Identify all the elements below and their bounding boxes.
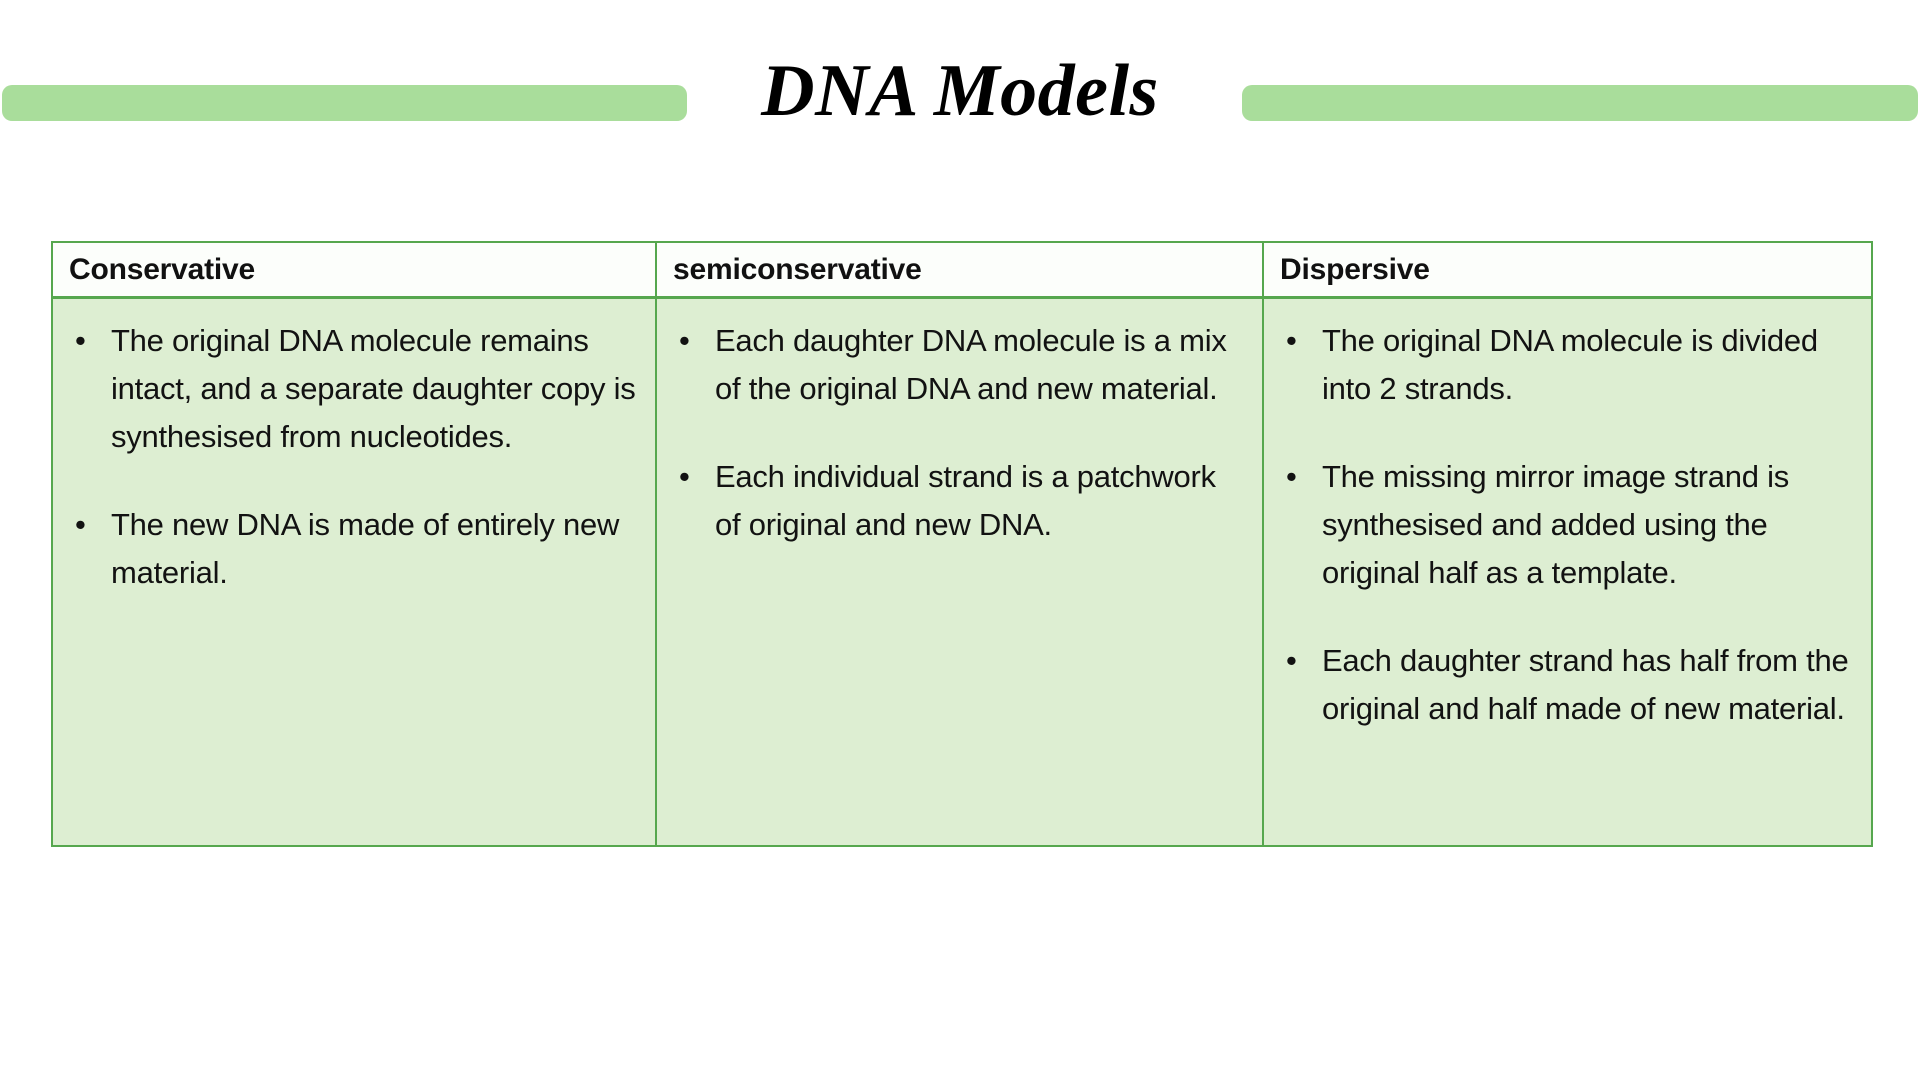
bullet-list-conservative: The original DNA molecule remains intact… bbox=[63, 317, 641, 597]
cell-semiconservative: Each daughter DNA molecule is a mix of t… bbox=[656, 297, 1264, 846]
column-header-conservative: Conservative bbox=[52, 242, 657, 299]
cell-conservative: The original DNA molecule remains intact… bbox=[52, 297, 657, 846]
list-item: Each daughter strand has half from the o… bbox=[1274, 637, 1857, 733]
dna-models-table: Conservative semiconservative Dispersive… bbox=[51, 241, 1873, 847]
table-header-row: Conservative semiconservative Dispersive bbox=[52, 242, 1872, 299]
decorative-bar-right bbox=[1242, 85, 1918, 121]
column-header-dispersive: Dispersive bbox=[1263, 242, 1872, 299]
table-row: The original DNA molecule remains intact… bbox=[52, 297, 1872, 846]
list-item: The new DNA is made of entirely new mate… bbox=[63, 501, 641, 597]
page-title: DNA Models bbox=[761, 50, 1159, 132]
cell-dispersive: The original DNA molecule is divided int… bbox=[1263, 297, 1872, 846]
list-item: Each daughter DNA molecule is a mix of t… bbox=[667, 317, 1248, 413]
list-item: The original DNA molecule is divided int… bbox=[1274, 317, 1857, 413]
bullet-list-semiconservative: Each daughter DNA molecule is a mix of t… bbox=[667, 317, 1248, 549]
decorative-bar-left bbox=[2, 85, 687, 121]
list-item: The original DNA molecule remains intact… bbox=[63, 317, 641, 461]
title-band: DNA Models bbox=[0, 0, 1920, 170]
list-item: Each individual strand is a patchwork of… bbox=[667, 453, 1248, 549]
column-header-semiconservative: semiconservative bbox=[656, 242, 1264, 299]
bullet-list-dispersive: The original DNA molecule is divided int… bbox=[1274, 317, 1857, 733]
list-item: The missing mirror image strand is synth… bbox=[1274, 453, 1857, 597]
